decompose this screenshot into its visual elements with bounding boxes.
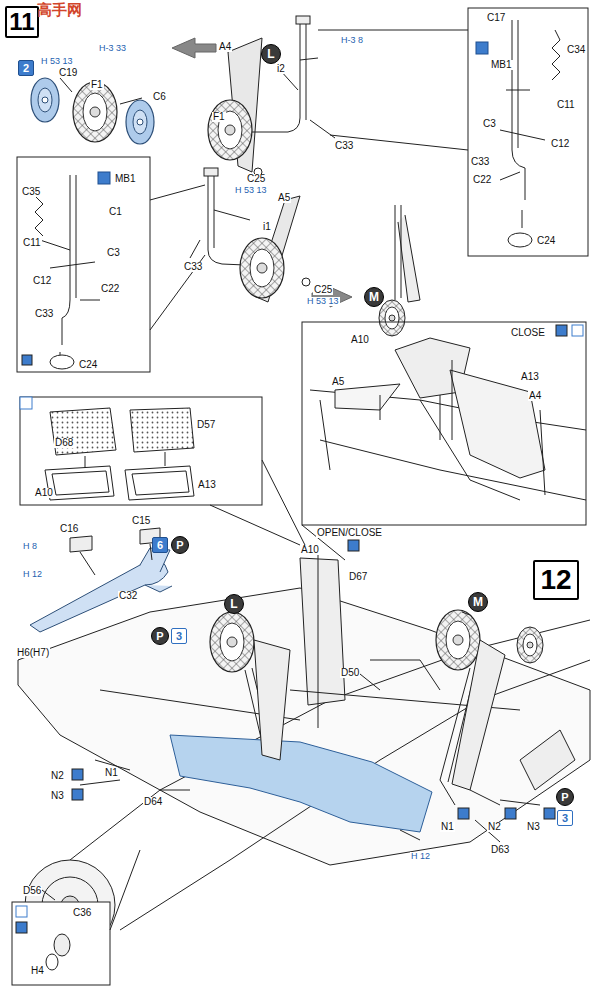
part-number: N1: [104, 768, 119, 778]
part-number: A5: [277, 193, 291, 203]
paint-code: H-3 33: [98, 44, 127, 53]
part-number: A5: [331, 377, 345, 387]
paint-code: H-3 8: [340, 36, 364, 45]
assembly-marker: L: [224, 594, 244, 614]
node-text: 6: [157, 540, 163, 551]
part-number: D63: [490, 845, 510, 855]
paint-icon: 3: [557, 810, 573, 826]
part-number: D68: [54, 438, 74, 448]
part-number: C12: [550, 139, 570, 149]
node-text: L: [267, 48, 274, 60]
assembly-marker: P: [171, 536, 189, 554]
node-text: P: [561, 792, 568, 803]
node-text: P: [156, 631, 163, 642]
part-number: C33: [334, 141, 354, 151]
node-text: 12: [540, 566, 571, 594]
part-number: N3: [526, 822, 541, 832]
part-number: OPEN/CLOSE: [316, 528, 383, 538]
step-number: 12: [533, 560, 579, 600]
part-number: C33: [34, 309, 54, 319]
part-number: F1: [90, 80, 104, 90]
part-number: C25: [246, 174, 266, 184]
part-number: A4: [528, 391, 542, 401]
part-number: C34: [566, 45, 586, 55]
part-number: N2: [487, 822, 502, 832]
part-number: D56: [22, 886, 42, 896]
part-number: C32: [118, 591, 138, 601]
paint-icon: 2: [18, 60, 34, 76]
part-number: D67: [348, 572, 368, 582]
part-number: C15: [131, 516, 151, 526]
paint-code: H 8: [22, 542, 38, 551]
part-number: i1: [262, 222, 272, 232]
part-number: F1: [212, 112, 226, 122]
part-number: H6(H7): [16, 648, 50, 658]
node-text: M: [473, 596, 483, 608]
part-number: C33: [183, 262, 203, 272]
node-text: 3: [562, 813, 568, 824]
part-number: C3: [482, 119, 497, 129]
node-text: 2: [23, 63, 29, 74]
part-number: N1: [440, 822, 455, 832]
paint-code: H 53 13: [234, 186, 268, 195]
part-number: A10: [34, 488, 54, 498]
assembly-marker: P: [556, 788, 574, 806]
node-text: 3: [176, 631, 182, 642]
assembly-marker: M: [364, 287, 384, 307]
part-number: C36: [72, 908, 92, 918]
part-number: A13: [197, 480, 217, 490]
node-text: L: [230, 598, 237, 610]
part-number: C24: [536, 236, 556, 246]
assembly-marker: P: [151, 627, 169, 645]
node-text: M: [369, 291, 379, 303]
part-number: A13: [520, 372, 540, 382]
part-number: D50: [340, 668, 360, 678]
part-number: C25: [313, 285, 333, 295]
part-number: i2: [276, 64, 286, 74]
part-number: MB1: [490, 60, 513, 70]
part-number: N2: [50, 771, 65, 781]
part-number: C22: [472, 175, 492, 185]
part-number: C16: [59, 524, 79, 534]
part-number: C11: [556, 100, 576, 110]
part-number: C1: [108, 207, 123, 217]
part-number: C6: [152, 92, 167, 102]
node-text: 11: [9, 10, 34, 34]
part-number: C19: [58, 68, 78, 78]
paint-code: H 53 13: [306, 297, 340, 306]
part-number: C11: [22, 238, 42, 248]
part-number: C3: [106, 248, 121, 258]
part-number: MB1: [114, 174, 137, 184]
part-number: A4: [218, 42, 232, 52]
part-number: A10: [350, 335, 370, 345]
part-number: C12: [32, 276, 52, 286]
part-number: D57: [196, 420, 216, 430]
step-number: 11: [5, 6, 39, 38]
watermark: 高手网: [36, 2, 83, 17]
paint-code: H 53 13: [40, 57, 74, 66]
assembly-marker: M: [468, 592, 488, 612]
part-number: D64: [143, 797, 163, 807]
part-number: N3: [50, 791, 65, 801]
part-number: C33: [470, 157, 490, 167]
paint-icon: 3: [171, 628, 187, 644]
paint-code: H 12: [22, 570, 43, 579]
part-number: C17: [486, 13, 506, 23]
assembly-marker: L: [261, 44, 281, 64]
part-number: C35: [21, 187, 41, 197]
paint-code: H 12: [410, 852, 431, 861]
part-number: CLOSE: [510, 328, 546, 338]
part-number: C22: [100, 284, 120, 294]
paint-icon: 6: [152, 537, 168, 553]
node-text: P: [176, 540, 183, 551]
part-number: C24: [78, 360, 98, 370]
part-number: A10: [300, 545, 320, 555]
part-number: H4: [30, 966, 45, 976]
